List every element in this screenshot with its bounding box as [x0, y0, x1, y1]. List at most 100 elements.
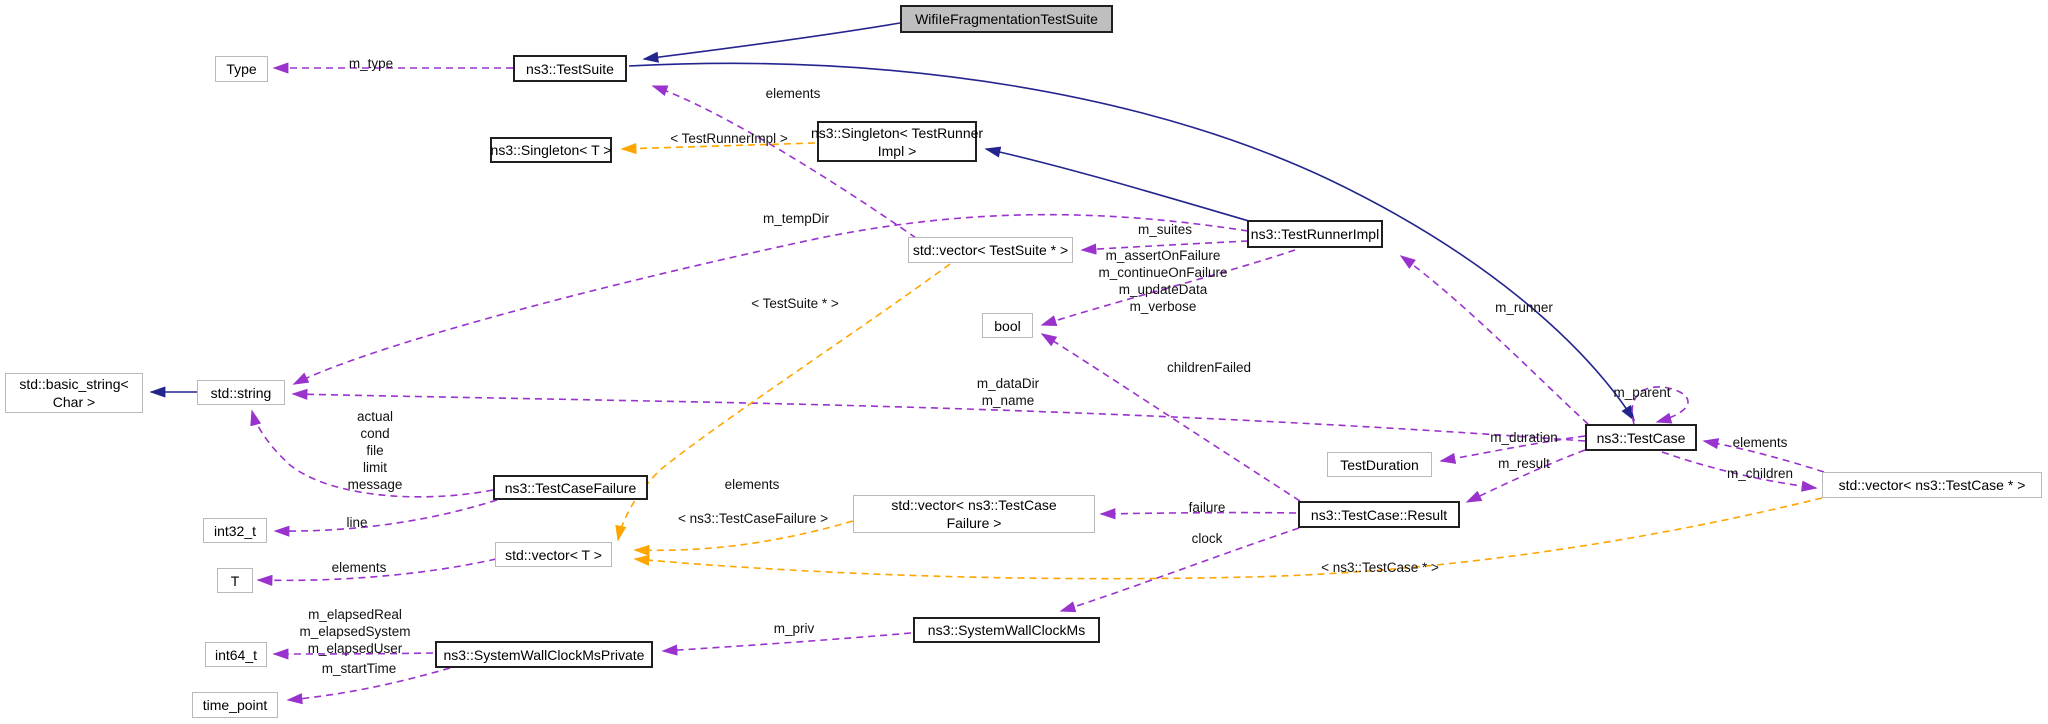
edge-label-failure-fields: actual cond file limit message	[348, 408, 403, 493]
edge-label-line: m_name	[981, 393, 1035, 408]
edge-template-testcase-ptr	[633, 497, 1823, 580]
node-label: bool	[994, 317, 1021, 334]
node-label: ns3::TestSuite	[526, 60, 614, 77]
edge-label-elapsed-fields: m_elapsedReal m_elapsedSystem m_elapsedU…	[299, 606, 410, 657]
node-ns3-systemwallclockms[interactable]: ns3::SystemWallClockMs	[913, 617, 1100, 643]
edge-template-testrunnerimpl	[620, 142, 816, 155]
node-label: TestDuration	[1340, 456, 1419, 473]
edge-label-line-field: line	[346, 515, 368, 530]
edge-label-m-type: m_type	[348, 56, 394, 71]
edge-label-line: cond	[360, 426, 390, 441]
node-t[interactable]: T	[217, 568, 253, 593]
edge-label-runner-flags: m_assertOnFailure m_continueOnFailure m_…	[1098, 247, 1227, 315]
edge-label-m-children: m_children	[1726, 466, 1794, 481]
edge-inherit-main-testsuite	[642, 22, 901, 63]
node-label: ns3::TestCase::Result	[1310, 506, 1448, 523]
node-label: ns3::TestCase	[1596, 429, 1686, 446]
edge-elements-testcase	[1702, 438, 1825, 473]
edge-label-elements-failure: elements	[724, 477, 780, 492]
edge-label-m-result: m_result	[1498, 456, 1550, 471]
edge-template-testsuite-ptr	[615, 263, 951, 542]
node-label: int32_t	[213, 522, 257, 539]
edge-label-failure: failure	[1188, 500, 1226, 515]
node-type[interactable]: Type	[215, 56, 268, 82]
edge-runner-flags	[1040, 249, 1296, 326]
edge-m-duration	[1439, 435, 1586, 464]
edge-childrenfailed	[1040, 333, 1301, 502]
edge-label-line: m_verbose	[1129, 299, 1197, 314]
edge-m-suites	[1080, 240, 1249, 255]
node-label: std::vector< T >	[505, 546, 602, 563]
edge-failure	[1099, 508, 1297, 520]
node-std-basic-string[interactable]: std::basic_string< Char >	[5, 373, 143, 413]
edge-label-m-tempdir: m_tempDir	[762, 211, 830, 226]
edge-label-line: m_elapsedSystem	[299, 624, 411, 639]
node-label-line1: ns3::Singleton< TestRunner	[810, 124, 984, 141]
edge-label-clock: clock	[1191, 531, 1223, 546]
node-std-vector-testcase-ptr[interactable]: std::vector< ns3::TestCase * >	[1822, 472, 2042, 498]
node-label: ns3::SystemWallClockMs	[927, 622, 1086, 638]
node-ns3-testcasefailure[interactable]: ns3::TestCaseFailure	[493, 475, 648, 500]
edge-label-template-testrunnerimpl: < TestRunnerImpl >	[670, 131, 788, 146]
edge-m-children	[1661, 451, 1818, 492]
node-ns3-testrunnerimpl[interactable]: ns3::TestRunnerImpl	[1247, 220, 1383, 248]
node-label-line2: Failure >	[946, 515, 1002, 531]
node-label-line1: std::vector< ns3::TestCase	[891, 497, 1057, 513]
edge-line	[273, 499, 498, 537]
node-ns3-testsuite[interactable]: ns3::TestSuite	[513, 55, 627, 82]
node-label: ns3::SystemWallClockMsPrivate	[443, 646, 645, 663]
node-ns3-singleton-testrunnerimpl[interactable]: ns3::Singleton< TestRunner Impl >	[811, 121, 983, 162]
edge-label-m-datadir-m-name: m_dataDir m_name	[977, 375, 1039, 409]
edge-m-priv	[661, 632, 912, 656]
node-ns3-singleton-t[interactable]: ns3::Singleton< T >	[490, 137, 612, 163]
node-std-string[interactable]: std::string	[197, 380, 285, 405]
node-label-line1: std::basic_string<	[19, 376, 129, 392]
edge-label-m-parent: m_parent	[1613, 385, 1671, 400]
edge-m-tempdir	[292, 213, 1249, 385]
edge-label-line: m_elapsedUser	[307, 641, 403, 656]
node-testduration[interactable]: TestDuration	[1327, 452, 1432, 477]
node-bool[interactable]: bool	[982, 313, 1033, 338]
edge-label-m-priv: m_priv	[773, 621, 815, 636]
node-ns3-systemwallclockmsprivate[interactable]: ns3::SystemWallClockMsPrivate	[435, 641, 653, 668]
edge-label-template-testcasefailure: < ns3::TestCaseFailure >	[677, 511, 829, 526]
node-label: std::vector< TestSuite * >	[912, 242, 1069, 258]
node-int64-t[interactable]: int64_t	[205, 642, 267, 667]
node-label: ns3::Singleton< T >	[490, 142, 612, 158]
node-ns3-testcase-result[interactable]: ns3::TestCase::Result	[1298, 501, 1460, 528]
node-label-line2: Impl >	[877, 142, 917, 159]
node-label: ns3::TestRunnerImpl	[1250, 226, 1380, 242]
edge-label-m-duration: m_duration	[1490, 430, 1558, 445]
node-label: int64_t	[214, 646, 258, 663]
edge-elapsed	[272, 648, 434, 660]
node-label: T	[230, 572, 240, 589]
edge-label-elements-case: elements	[1732, 435, 1788, 450]
node-std-vector-testcasefailure[interactable]: std::vector< ns3::TestCase Failure >	[853, 495, 1095, 533]
node-label: std::vector< ns3::TestCase * >	[1838, 477, 2026, 493]
edge-label-line: limit	[363, 460, 387, 475]
edge-label-line: file	[366, 443, 384, 458]
edge-label-elements-t: elements	[331, 560, 387, 575]
edge-elements-t	[256, 558, 497, 586]
node-wifi-ie-fragmentation-test-suite[interactable]: WifiIeFragmentationTestSuite	[900, 5, 1113, 33]
node-int32-t[interactable]: int32_t	[203, 518, 267, 543]
node-label: std::string	[210, 384, 272, 401]
edge-m-parent-loop	[1631, 386, 1689, 425]
edge-label-line: m_elapsedReal	[308, 607, 402, 622]
edge-m-result	[1465, 449, 1586, 503]
node-ns3-testcase[interactable]: ns3::TestCase	[1585, 424, 1697, 451]
edge-label-line: message	[347, 477, 403, 492]
edge-clock	[1059, 527, 1300, 613]
edge-label-line: m_assertOnFailure	[1105, 248, 1221, 263]
edge-label-m-suites: m_suites	[1137, 222, 1193, 237]
node-std-vector-t[interactable]: std::vector< T >	[495, 542, 612, 567]
edge-label-template-testcase-ptr: < ns3::TestCase * >	[1321, 560, 1439, 575]
edge-label-line: m_dataDir	[976, 376, 1040, 391]
node-label: WifiIeFragmentationTestSuite	[915, 11, 1098, 27]
node-std-vector-testsuite-ptr[interactable]: std::vector< TestSuite * >	[908, 237, 1073, 263]
node-time-point[interactable]: time_point	[192, 692, 278, 718]
edge-inherit-testrunnerimpl-singleton	[984, 146, 1250, 222]
edge-label-m-runner: m_runner	[1495, 300, 1553, 315]
